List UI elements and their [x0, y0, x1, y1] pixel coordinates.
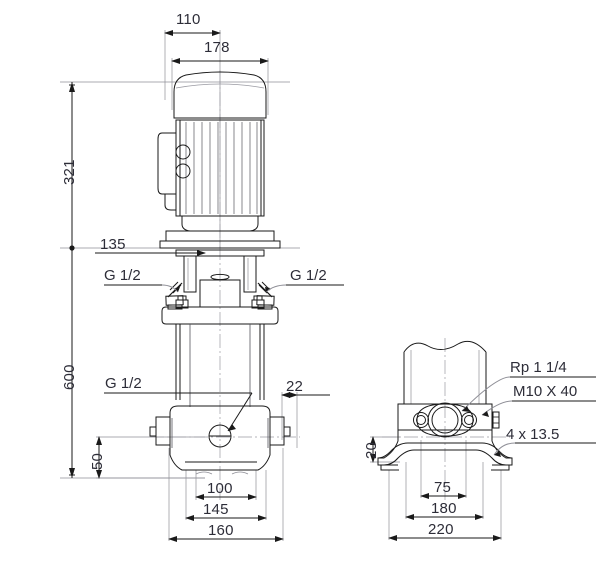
callout-4x13-5: 4 x 13.5	[506, 426, 560, 443]
dimension-178: 178	[204, 39, 230, 56]
bolt-holes	[413, 412, 477, 428]
callout-g12-left: G 1/2	[104, 267, 141, 284]
callout-leaders	[104, 284, 596, 457]
dimension-160: 160	[208, 522, 234, 539]
motor-fin-body	[175, 119, 265, 217]
callout-g12-right: G 1/2	[290, 267, 327, 284]
dimension-50: 50	[89, 452, 106, 470]
vertical-dim-ticks	[69, 82, 75, 478]
callout-m10x40: M10 X 40	[513, 383, 578, 400]
dimension-145: 145	[203, 501, 229, 518]
centre-lines	[150, 70, 510, 500]
pump-base	[149, 405, 291, 475]
dimension-110: 110	[176, 11, 201, 28]
side-latch	[492, 411, 500, 429]
callout-rp-1-1-4: Rp 1 1/4	[510, 359, 567, 376]
dimension-lines	[71, 30, 502, 542]
dimension-600: 600	[61, 364, 78, 390]
callout-g12-drain: G 1/2	[105, 375, 142, 392]
dimension-100: 100	[207, 480, 233, 497]
dimension-220: 220	[428, 521, 454, 538]
dimension-180: 180	[431, 500, 457, 517]
dimension-321: 321	[61, 159, 78, 185]
motor-fan-cover	[173, 71, 267, 119]
dimension-20: 20	[363, 441, 380, 459]
pump-head	[161, 249, 279, 325]
terminal-box	[157, 131, 191, 212]
dimension-135: 135	[100, 236, 126, 253]
front-view-geometry	[149, 71, 291, 475]
dimension-22: 22	[286, 378, 304, 395]
dimension-75: 75	[434, 479, 452, 496]
motor-flange	[159, 216, 281, 249]
drain-plug	[208, 424, 232, 448]
air-vent-plugs	[165, 281, 275, 310]
